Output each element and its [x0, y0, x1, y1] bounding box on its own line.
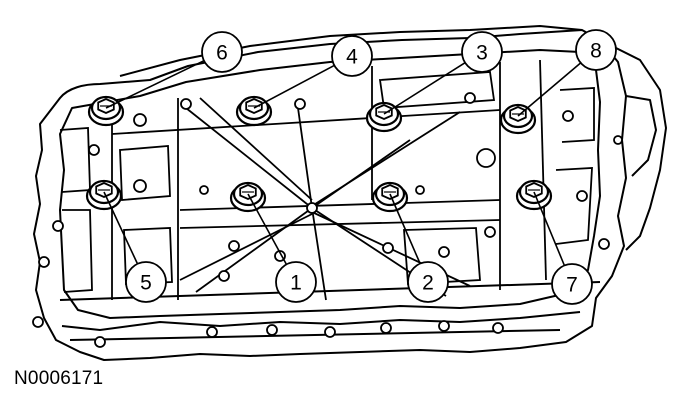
callout-number: 8: [590, 40, 602, 63]
callouts: 1 2 3 4 5 6 7 8: [125, 29, 617, 305]
callout-circle: [125, 261, 167, 303]
leader-7: [533, 191, 566, 266]
leader-6: [105, 59, 205, 109]
callout-circle: [201, 31, 243, 73]
leader-5: [103, 191, 139, 265]
callout-3: 3: [461, 31, 503, 73]
bolt-6: [87, 95, 125, 127]
bolt-1: [229, 181, 267, 213]
callout-circle: [331, 35, 373, 77]
callout-7: 7: [551, 263, 593, 305]
callout-circle: [275, 261, 317, 303]
callout-number: 1: [290, 272, 302, 295]
leader-4: [253, 64, 335, 109]
callout-circle: [407, 261, 449, 303]
callout-number: 4: [346, 46, 358, 69]
callout-2: 2: [407, 261, 449, 303]
bolt-8: [499, 103, 537, 135]
leader-3: [383, 62, 466, 115]
bolt-5: [85, 179, 123, 211]
bolt-2: [371, 181, 409, 213]
bolts: [85, 95, 553, 213]
callout-1: 1: [275, 261, 317, 303]
callout-5: 5: [125, 261, 167, 303]
callout-number: 2: [422, 272, 434, 295]
callout-circle: [551, 263, 593, 305]
bolt-3: [365, 101, 403, 133]
callout-4: 4: [331, 35, 373, 77]
callout-leaders: [103, 59, 582, 266]
callout-circle: [575, 29, 617, 71]
callout-6: 6: [201, 31, 243, 73]
leader-1: [247, 193, 288, 265]
figure-id: N0006171: [14, 368, 104, 389]
leader-2: [389, 193, 421, 264]
callout-number: 6: [216, 42, 228, 65]
leader-8: [517, 62, 582, 117]
callout-8: 8: [575, 29, 617, 71]
callout-number: 3: [476, 42, 488, 65]
bolt-7: [515, 179, 553, 211]
callout-circle: [461, 31, 503, 73]
callout-number: 5: [140, 272, 152, 295]
callout-number: 7: [566, 274, 578, 297]
casting-holes: [32, 92, 623, 348]
